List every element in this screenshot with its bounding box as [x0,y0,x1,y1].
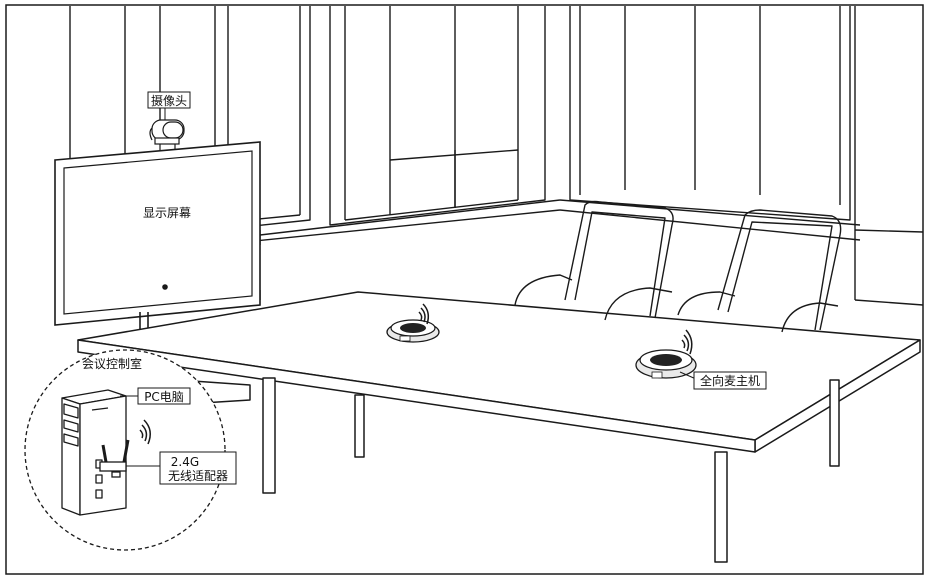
wireless-signal-icon [418,303,430,325]
mic-host-leader [679,371,697,380]
display-screen [54,141,261,330]
pc-label: PC电脑 [144,390,184,404]
room-walls [69,6,924,306]
pc-tower-icon [61,389,127,516]
mic-host-label-box [693,371,767,390]
wireless-signal-icon [681,329,693,355]
camera-icon [149,119,185,150]
camera-label-box [147,91,191,109]
chair-right [677,209,842,333]
conference-table [77,291,921,563]
adapter-label-line2: 无线适配器 [168,469,228,483]
camera-label: 摄像头 [151,93,187,108]
mic-icon [635,349,697,379]
adapter-label-line1: 2.4G [171,455,199,469]
wireless-signal-icon [139,419,151,445]
pc-label-box [137,387,191,405]
adapter-label-box [159,451,237,485]
control-room-label: 会议控制室 [82,356,142,371]
mic-icon [386,319,440,343]
chair-left [514,200,674,321]
display-label: 显示屏幕 [143,206,191,220]
mic-host-label: 全向麦主机 [700,373,760,388]
diagram-frame [5,4,924,575]
